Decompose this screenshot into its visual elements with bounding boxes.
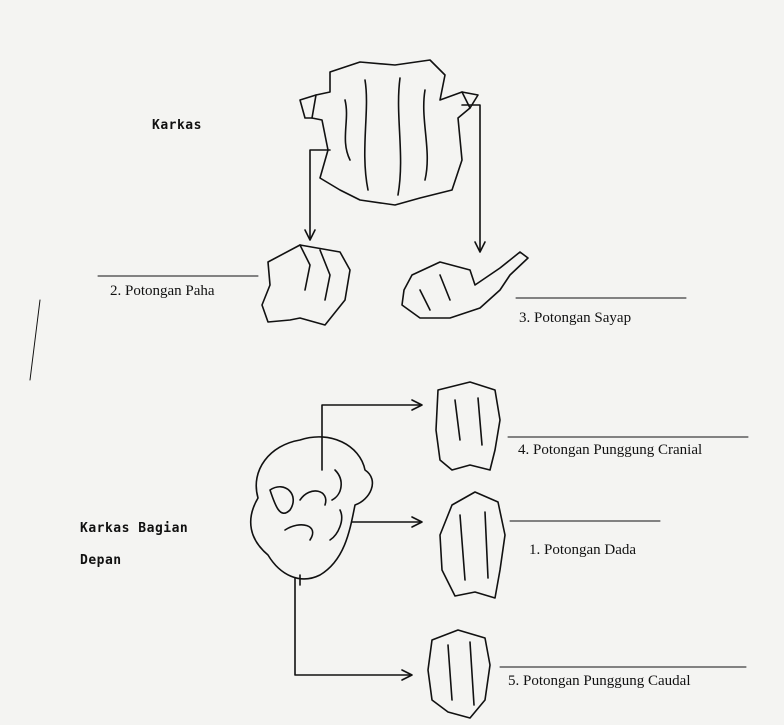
front-carcass-illustration: [251, 437, 373, 579]
caudal-back-piece-illustration: [428, 630, 490, 718]
label-potongan-paha: 2. Potongan Paha: [110, 283, 215, 300]
front-carcass-arrows: [295, 400, 422, 680]
label-potongan-dada: 1. Potongan Dada: [529, 542, 636, 559]
wing-piece-illustration: [402, 252, 528, 318]
label-potongan-sayap: 3. Potongan Sayap: [519, 310, 631, 327]
breast-piece-illustration: [440, 492, 505, 598]
stray-mark: [30, 300, 40, 380]
cranial-back-piece-illustration: [436, 382, 500, 470]
label-karkas-bagian-depan-line2: Depan: [80, 553, 122, 568]
label-potongan-punggung-cranial: 4. Potongan Punggung Cranial: [518, 442, 702, 459]
thigh-piece-illustration: [262, 245, 350, 325]
label-potongan-punggung-caudal: 5. Potongan Punggung Caudal: [508, 673, 691, 690]
label-karkas: Karkas: [152, 118, 202, 133]
label-karkas-bagian-depan-line1: Karkas Bagian: [80, 521, 188, 536]
carcass-arrows: [305, 105, 485, 252]
whole-carcass-illustration: [300, 60, 478, 205]
